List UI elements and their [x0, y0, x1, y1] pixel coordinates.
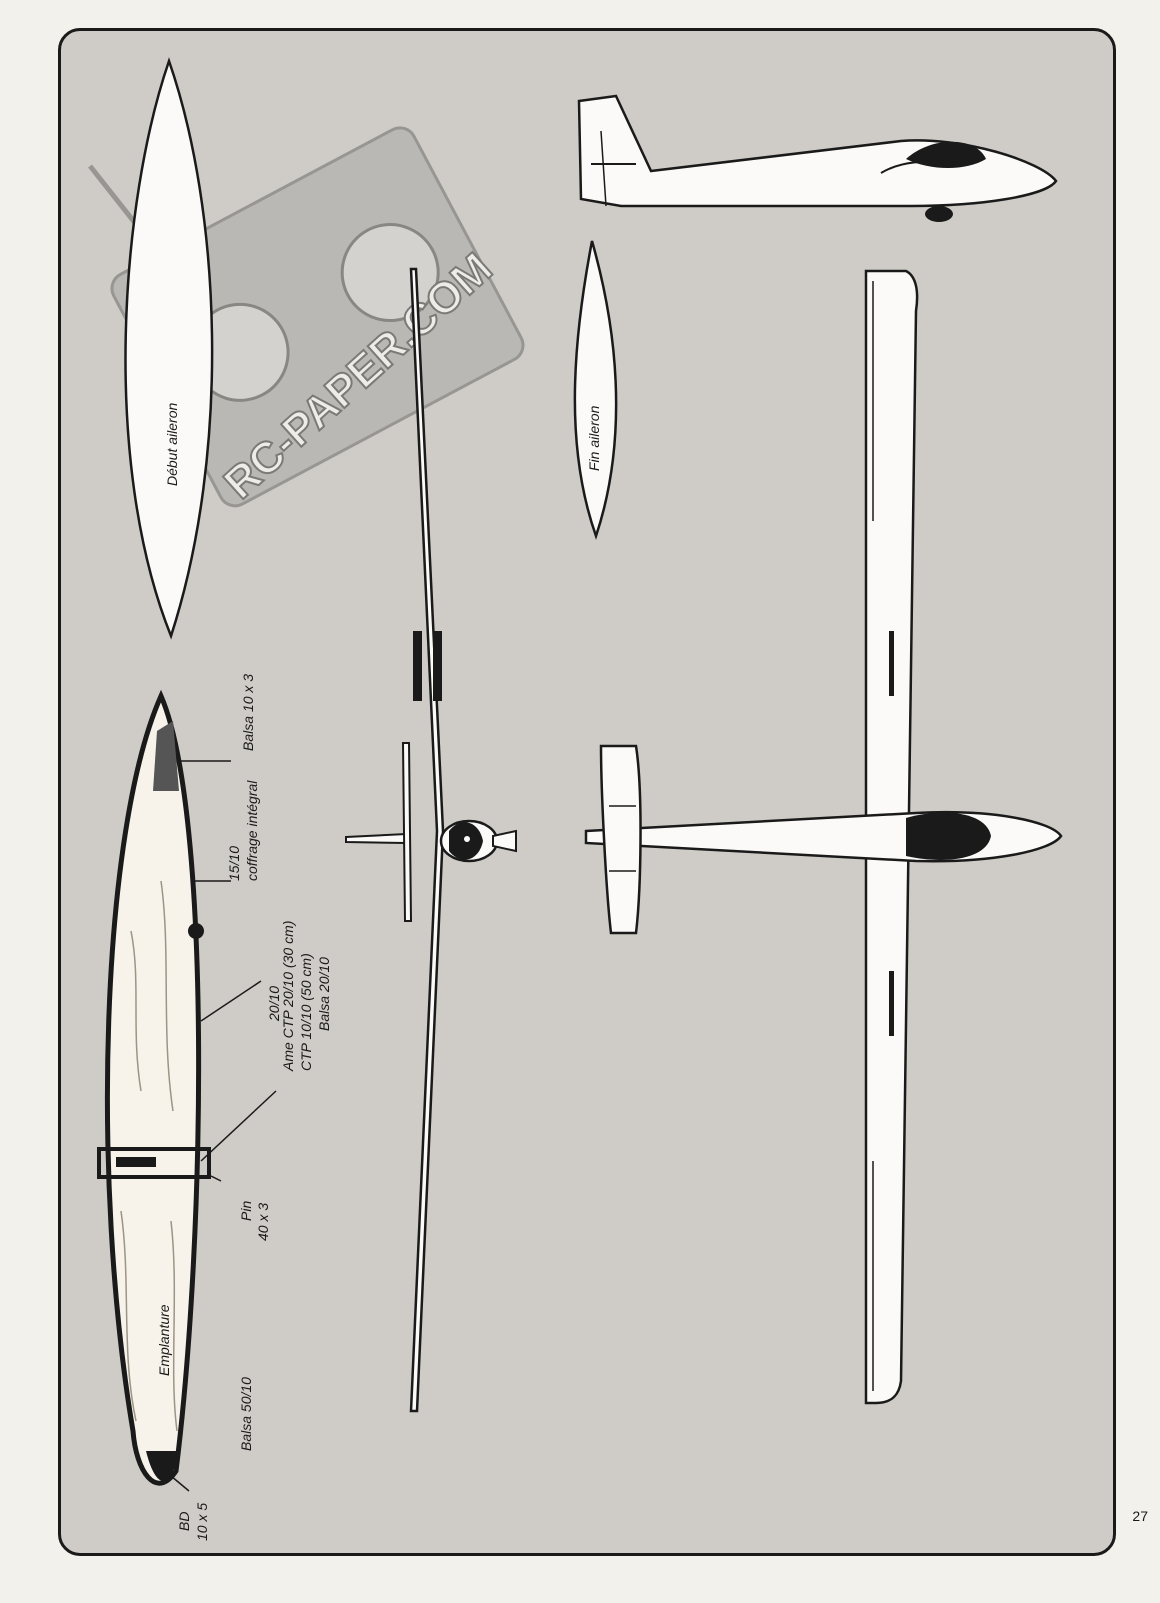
drawing-frame: RC-PAPER.COM Début aileron Fin aileron	[58, 28, 1116, 1556]
label-debut-aileron: Début aileron	[164, 403, 180, 486]
label-balsa-20-10: Balsa 20/10	[316, 957, 332, 1031]
airfoil-fin-aileron: Fin aileron	[573, 240, 618, 540]
label-15-10: 15/10	[226, 846, 242, 881]
label-balsa-50-10: Balsa 50/10	[238, 1377, 254, 1451]
front-view-glider	[345, 267, 517, 1413]
label-ctp-10-10: CTP 10/10 (50 cm)	[298, 953, 314, 1071]
label-pin-dim: 40 x 3	[255, 1203, 271, 1241]
label-emplanture: Emplanture	[156, 1304, 172, 1376]
wing-rib-section: Balsa 10 x 3 15/10 coffrage intégral 20/…	[97, 674, 332, 1541]
plan-view-glider	[584, 269, 1063, 1405]
label-ame-ctp: Ame CTP 20/10 (30 cm)	[280, 921, 296, 1072]
wheel-icon	[925, 206, 953, 222]
glider-plan: RC-PAPER.COM Début aileron Fin aileron	[88, 57, 1063, 1541]
label-balsa-10x3: Balsa 10 x 3	[240, 674, 256, 751]
label-fin-aileron: Fin aileron	[586, 405, 602, 471]
label-pin: Pin	[238, 1201, 254, 1221]
label-coffrage: coffrage intégral	[244, 780, 260, 881]
label-20-10: 20/10	[266, 986, 282, 1022]
label-bd-dim: 10 x 5	[194, 1503, 210, 1541]
page-number: 27	[1132, 1508, 1148, 1524]
airfoil-debut-aileron: Début aileron	[124, 57, 214, 640]
label-bd: BD	[176, 1512, 192, 1531]
side-view-glider	[577, 94, 1058, 222]
